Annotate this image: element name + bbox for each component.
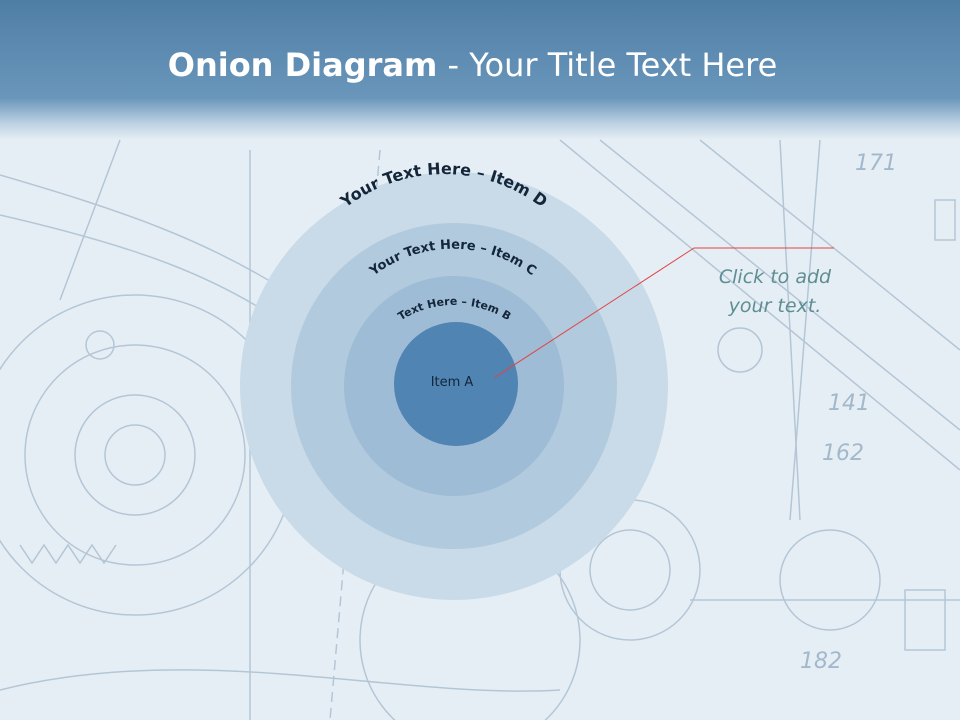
title-rest-part: - Your Title Text Here: [437, 46, 778, 84]
title-bold-part: Onion Diagram: [167, 46, 438, 84]
callout-leader-line: [493, 247, 834, 379]
svg-text:162: 162: [822, 441, 864, 466]
callout-line-2: your text.: [728, 295, 822, 317]
callout-line-1: Click to add: [718, 266, 832, 288]
svg-text:182: 182: [800, 649, 842, 674]
callout-text-box[interactable]: Click to add your text.: [690, 263, 860, 321]
svg-text:171: 171: [855, 151, 897, 176]
slide-title[interactable]: Onion Diagram - Your Title Text Here: [0, 46, 945, 84]
svg-text:141: 141: [828, 391, 870, 416]
title-bar: [0, 0, 960, 140]
onion-layer-a[interactable]: [394, 322, 518, 446]
onion-label-a[interactable]: Item A: [431, 375, 474, 390]
